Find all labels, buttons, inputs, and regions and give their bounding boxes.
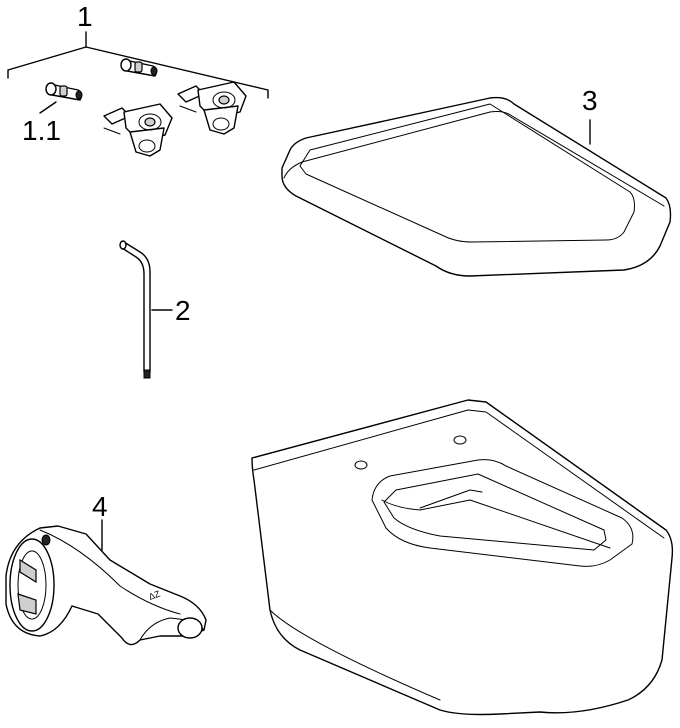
toilet-bowl-group xyxy=(251,399,674,716)
hinge-clip-left xyxy=(103,103,173,157)
allen-key-group: 2 xyxy=(119,240,191,379)
allen-key-outer xyxy=(123,241,151,373)
bowl-outline xyxy=(251,399,674,716)
label-item-3: 3 xyxy=(582,85,598,116)
label-item-1: 1 xyxy=(77,1,93,32)
connector-bolt-right xyxy=(120,58,158,77)
seat-lid-outline xyxy=(281,96,672,277)
bowl-top-rim xyxy=(253,409,665,539)
connector-bolt-left xyxy=(45,82,83,101)
label-item-1-1: 1.1 xyxy=(22,115,61,146)
bowl-opening-inner xyxy=(383,473,607,551)
cover-outline xyxy=(5,525,207,646)
seat-fixing-hole-left xyxy=(354,460,368,470)
allen-key-inner xyxy=(121,247,145,373)
seat-lid-top-edge xyxy=(283,111,665,207)
hinge-clip-right xyxy=(177,81,247,135)
seat-lid-panel xyxy=(299,103,635,243)
label-item-4: 4 xyxy=(92,491,108,522)
bowl-opening-outer xyxy=(371,459,634,567)
label-item-2: 2 xyxy=(175,295,191,326)
bracket-line-1 xyxy=(7,46,269,99)
cover-group: ΔZ 4 xyxy=(5,491,207,646)
fixing-set-group: 1 1.1 xyxy=(7,1,269,157)
seat-lid-group: 3 xyxy=(281,85,672,277)
cover-mark: ΔZ xyxy=(147,588,162,602)
leader-line-1-1 xyxy=(39,101,57,114)
cover-opening xyxy=(9,538,55,632)
allen-key-tip xyxy=(143,369,151,379)
seat-fixing-hole-right xyxy=(453,435,467,445)
